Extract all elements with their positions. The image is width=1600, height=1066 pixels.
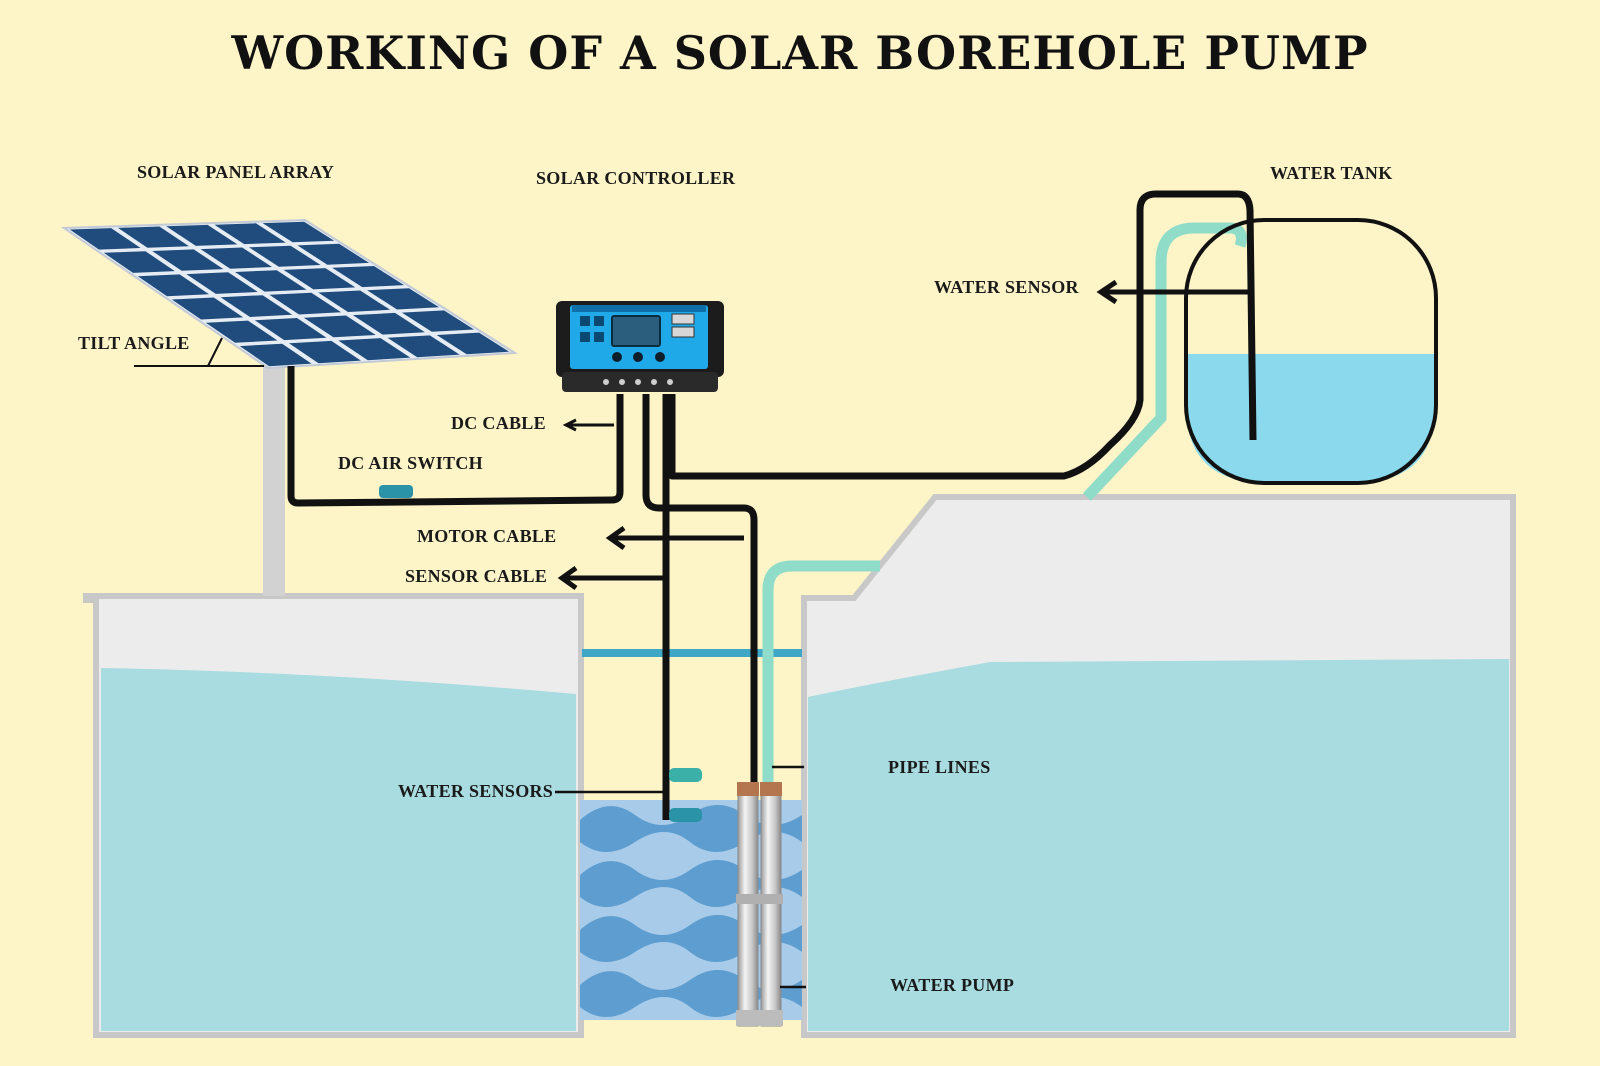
motor-cable-arrow-head xyxy=(605,525,626,551)
water-pump xyxy=(736,782,783,1027)
label-tilt-angle: TILT ANGLE xyxy=(78,333,190,353)
solar-cell xyxy=(171,297,244,320)
solar-cell xyxy=(200,247,272,269)
ground-right xyxy=(801,494,1516,1038)
solar-controller xyxy=(556,301,724,392)
label-sensor-cable: SENSOR CABLE xyxy=(405,566,548,586)
solar-cell xyxy=(289,340,361,364)
solar-cell xyxy=(262,221,335,243)
solar-cell xyxy=(303,315,376,338)
solar-cell xyxy=(220,295,293,317)
water-sensor-lower xyxy=(669,808,702,822)
solar-cell xyxy=(69,228,141,250)
pipe-line-tank xyxy=(1082,222,1247,501)
solar-cell xyxy=(352,312,425,335)
solar-cell xyxy=(205,320,278,343)
solar-cell xyxy=(239,343,312,367)
solar-cell xyxy=(269,292,342,315)
water-tank xyxy=(1184,218,1438,485)
solar-cell xyxy=(186,272,258,294)
solar-cell xyxy=(283,268,356,290)
solar-cell xyxy=(332,266,405,288)
dc-cable xyxy=(287,366,624,507)
solar-cell xyxy=(254,318,327,341)
solar-cell xyxy=(338,338,411,361)
label-solar-panel-array: SOLAR PANEL ARRAY xyxy=(137,162,335,182)
label-pipe-lines: PIPE LINES xyxy=(888,757,991,777)
dc-cable-arrow-head xyxy=(562,418,577,432)
label-dc-cable: DC CABLE xyxy=(451,413,546,433)
water-level-line xyxy=(582,649,802,657)
diagram-title: WORKING OF A SOLAR BOREHOLE PUMP xyxy=(231,26,1369,80)
solar-panel-cells xyxy=(69,221,510,367)
panel-pole xyxy=(263,358,285,596)
sensor-cable-to-tank xyxy=(668,190,1257,480)
dc-air-switch xyxy=(379,485,413,498)
tilt-angle-marker xyxy=(207,337,223,367)
pipe-line-borehole xyxy=(762,560,880,785)
solar-cell xyxy=(103,251,175,273)
motor-cable xyxy=(642,394,758,788)
label-water-pump: WATER PUMP xyxy=(890,975,1015,995)
solar-cell xyxy=(436,332,510,355)
solar-cell xyxy=(166,224,238,246)
solar-cell xyxy=(235,270,307,292)
solar-cell xyxy=(137,274,209,297)
solar-cell xyxy=(367,288,440,310)
label-water-sensors: WATER SENSORS xyxy=(398,781,554,801)
solar-cell xyxy=(214,223,286,245)
label-solar-controller: SOLAR CONTROLLER xyxy=(536,168,736,188)
solar-cell xyxy=(118,226,189,248)
solar-cell xyxy=(387,335,460,358)
ground-left xyxy=(83,593,584,1038)
sensor-cable-arrow-head xyxy=(557,565,578,591)
water-sensor-arrow-head xyxy=(1096,279,1118,305)
water-sensor-upper xyxy=(669,768,702,782)
solar-cell xyxy=(318,290,391,312)
solar-cell xyxy=(297,243,370,265)
solar-cell xyxy=(401,310,475,332)
solar-cell xyxy=(152,249,224,271)
label-motor-cable: MOTOR CABLE xyxy=(417,526,557,546)
solar-cell xyxy=(249,245,321,267)
label-water-tank: WATER TANK xyxy=(1270,163,1393,183)
label-dc-air-switch: DC AIR SWITCH xyxy=(338,453,483,473)
label-water-sensor: WATER SENSOR xyxy=(934,277,1079,297)
